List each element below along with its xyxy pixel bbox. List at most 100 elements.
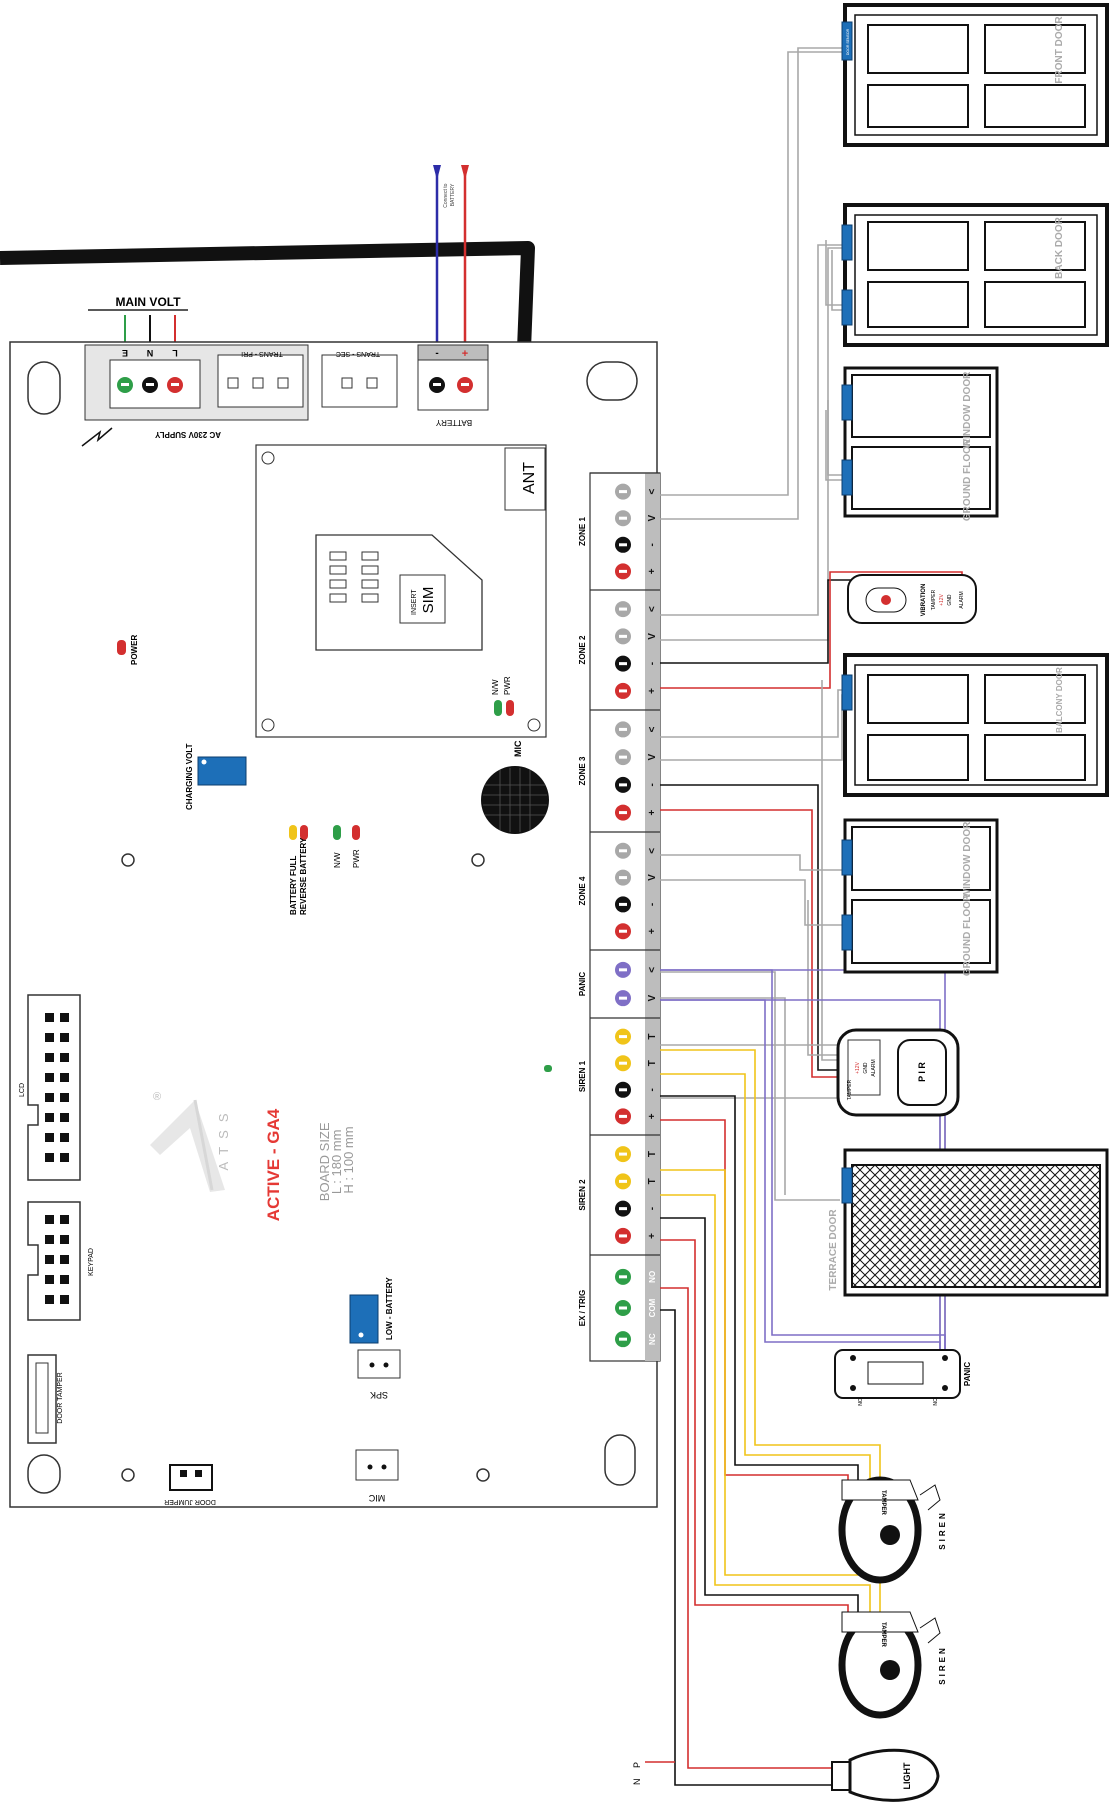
- battery-leads: Connect to BATTERY: [433, 165, 469, 345]
- panic-pin-nc: NC: [933, 1398, 939, 1406]
- terminal-pin-label: <: [647, 726, 658, 732]
- nw-label: N/W: [333, 852, 342, 868]
- sim-text: SIM: [420, 587, 437, 614]
- panic-pin-no: NO: [858, 1398, 864, 1406]
- terminal-screw-slot: [619, 634, 627, 638]
- siren-1-tamper: TAMPER: [880, 1490, 886, 1516]
- terminal-screw-slot: [619, 689, 627, 693]
- board-size: BOARD SIZE L : 180 mm H : 100 mm: [317, 1119, 356, 1201]
- battery-note-2: BATTERY: [450, 183, 456, 206]
- pir-pin-tamper: TAMPER: [847, 1079, 853, 1100]
- terminal-screw-slot: [619, 1275, 627, 1279]
- door-label-5: BALCONY DOOR: [1055, 667, 1064, 733]
- terminal-group-label: SIREN 2: [578, 1179, 587, 1211]
- terminal-pin-band: [645, 473, 660, 1361]
- terminal-pin-label: -: [647, 1088, 658, 1091]
- terminal-screw-slot: [619, 811, 627, 815]
- terrace-door: TERRACE DOOR: [828, 1148, 1109, 1297]
- terminal-screw-slot: [619, 727, 627, 731]
- balcony-door: BALCONY DOOR: [841, 653, 1109, 797]
- terminal-pin-label: T: [647, 1178, 658, 1184]
- pir-label: P I R: [917, 1062, 927, 1082]
- power-led: POWER: [117, 635, 139, 665]
- terminal-pin-label: -: [647, 543, 658, 546]
- terminal-group-label: PANIC: [578, 972, 587, 997]
- terminal-pin-label: +: [647, 810, 658, 816]
- brand-text: ATSS: [216, 1106, 231, 1171]
- terminal-pin-label: <: [647, 489, 658, 495]
- door-tamper: DOOR TAMPER: [27, 1354, 64, 1444]
- terminal-pin-label: -: [647, 783, 658, 786]
- pin-l: L: [172, 348, 178, 358]
- charging-volt-label: CHARGING VOLT: [185, 743, 194, 810]
- battery-label: BATTERY: [435, 418, 472, 427]
- terminal-pin-label: -: [647, 662, 658, 665]
- terminal-group-label: ZONE 3: [578, 756, 587, 785]
- terminal-pin-label: +: [647, 928, 658, 934]
- light-label: LIGHT: [902, 1762, 912, 1789]
- terminal-pin-label: V: [647, 515, 658, 522]
- svg-text:Connect to BATTERY: Connect to BATTERY: [443, 182, 456, 208]
- terminal-pin-label: T: [647, 1034, 658, 1040]
- terminal-pin-label: T: [647, 1060, 658, 1066]
- pin-e: E: [122, 348, 128, 358]
- terminal-screw-slot: [619, 1337, 627, 1341]
- pir-pin-gnd: GND: [863, 1062, 869, 1074]
- board-size-l: L : 180 mm: [329, 1130, 344, 1195]
- door-label-4: GROUND FLOOR: [962, 438, 973, 521]
- siren-2-label: SIREN: [938, 1645, 947, 1684]
- terminal-pin-label: T: [647, 1151, 658, 1157]
- gsm-led-pwr: PWR: [503, 676, 512, 695]
- gsm-module: ANT INSERT SIM N/W PWR: [255, 444, 547, 738]
- terminal-pin-label: +: [647, 1233, 658, 1239]
- door-label-7: GROUND FLOOR: [962, 893, 973, 976]
- door-label-1: FRONT DOOR: [1054, 16, 1065, 84]
- siren-1-label: SIREN: [938, 1510, 947, 1549]
- terminal-screw-slot: [619, 1035, 627, 1039]
- low-battery-label: LOW - BATTERY: [385, 1277, 394, 1340]
- door-label-8: TERRACE DOOR: [828, 1209, 839, 1291]
- window-door-1: WINDOW DOOR GROUND FLOOR: [841, 366, 999, 521]
- terminal-groups: ZONE 1<V-+ZONE 2<V-+ZONE 3<V-+ZONE 4<V-+…: [578, 472, 660, 1348]
- terminal-screw-slot: [619, 1306, 627, 1310]
- terminal-group-label: ZONE 1: [578, 517, 587, 546]
- status-led: [544, 1065, 552, 1072]
- terminal-pin-label: +: [647, 1113, 658, 1119]
- door-label-2: BACK DOOR: [1054, 216, 1065, 278]
- atss-logo: ATSS ®: [150, 1091, 231, 1192]
- terminal-screw-slot: [619, 1061, 627, 1065]
- terminal-screw-slot: [619, 996, 627, 1000]
- siren-2-tamper: TAMPER: [880, 1622, 886, 1648]
- pin-n: N: [147, 348, 154, 358]
- mic-bottom-label: MIC: [368, 1493, 385, 1503]
- terminal-pin-label: <: [647, 848, 658, 854]
- antenna-label: ANT: [521, 462, 538, 494]
- trans-sec-block: TRANS - SEC: [321, 350, 398, 408]
- terminal-pin-label: NC: [648, 1333, 657, 1345]
- terminal-screw-slot: [619, 902, 627, 906]
- terminal-screw-slot: [619, 1207, 627, 1211]
- reverse-battery-label: REVERSE BATTERY: [299, 837, 308, 915]
- mic-connector: MIC: [355, 1449, 399, 1503]
- pir-pin-alarm: ALARM: [871, 1059, 877, 1076]
- window-door-2: WINDOW DOOR GROUND FLOOR: [841, 818, 999, 976]
- light-bulb: LIGHT: [831, 1748, 940, 1802]
- terminal-pin-label: -: [647, 903, 658, 906]
- trans-pri-label: TRANS - PRI: [241, 350, 283, 357]
- terminal-group-label: SIREN 1: [578, 1060, 587, 1092]
- door-jumper: DOOR JUMPER: [164, 1464, 216, 1505]
- siren-1: TAMPER SIREN: [838, 1476, 947, 1584]
- terminal-screw-slot: [619, 849, 627, 853]
- sim-insert: INSERT: [411, 589, 418, 615]
- lcd-label: LCD: [19, 1083, 26, 1097]
- vibration-12v: +12V: [939, 593, 945, 605]
- door-jumper-label: DOOR JUMPER: [164, 1498, 216, 1505]
- lcd-header: LCD: [19, 994, 81, 1181]
- gsm-led-nw: N/W: [491, 679, 500, 695]
- battery-terminal: - + BATTERY: [417, 344, 489, 427]
- terminal-pin-label: V: [647, 995, 658, 1002]
- terminal-pin-label: V: [647, 753, 658, 760]
- mounting-holes: [27, 361, 638, 1494]
- trans-sec-label: TRANS - SEC: [336, 350, 380, 357]
